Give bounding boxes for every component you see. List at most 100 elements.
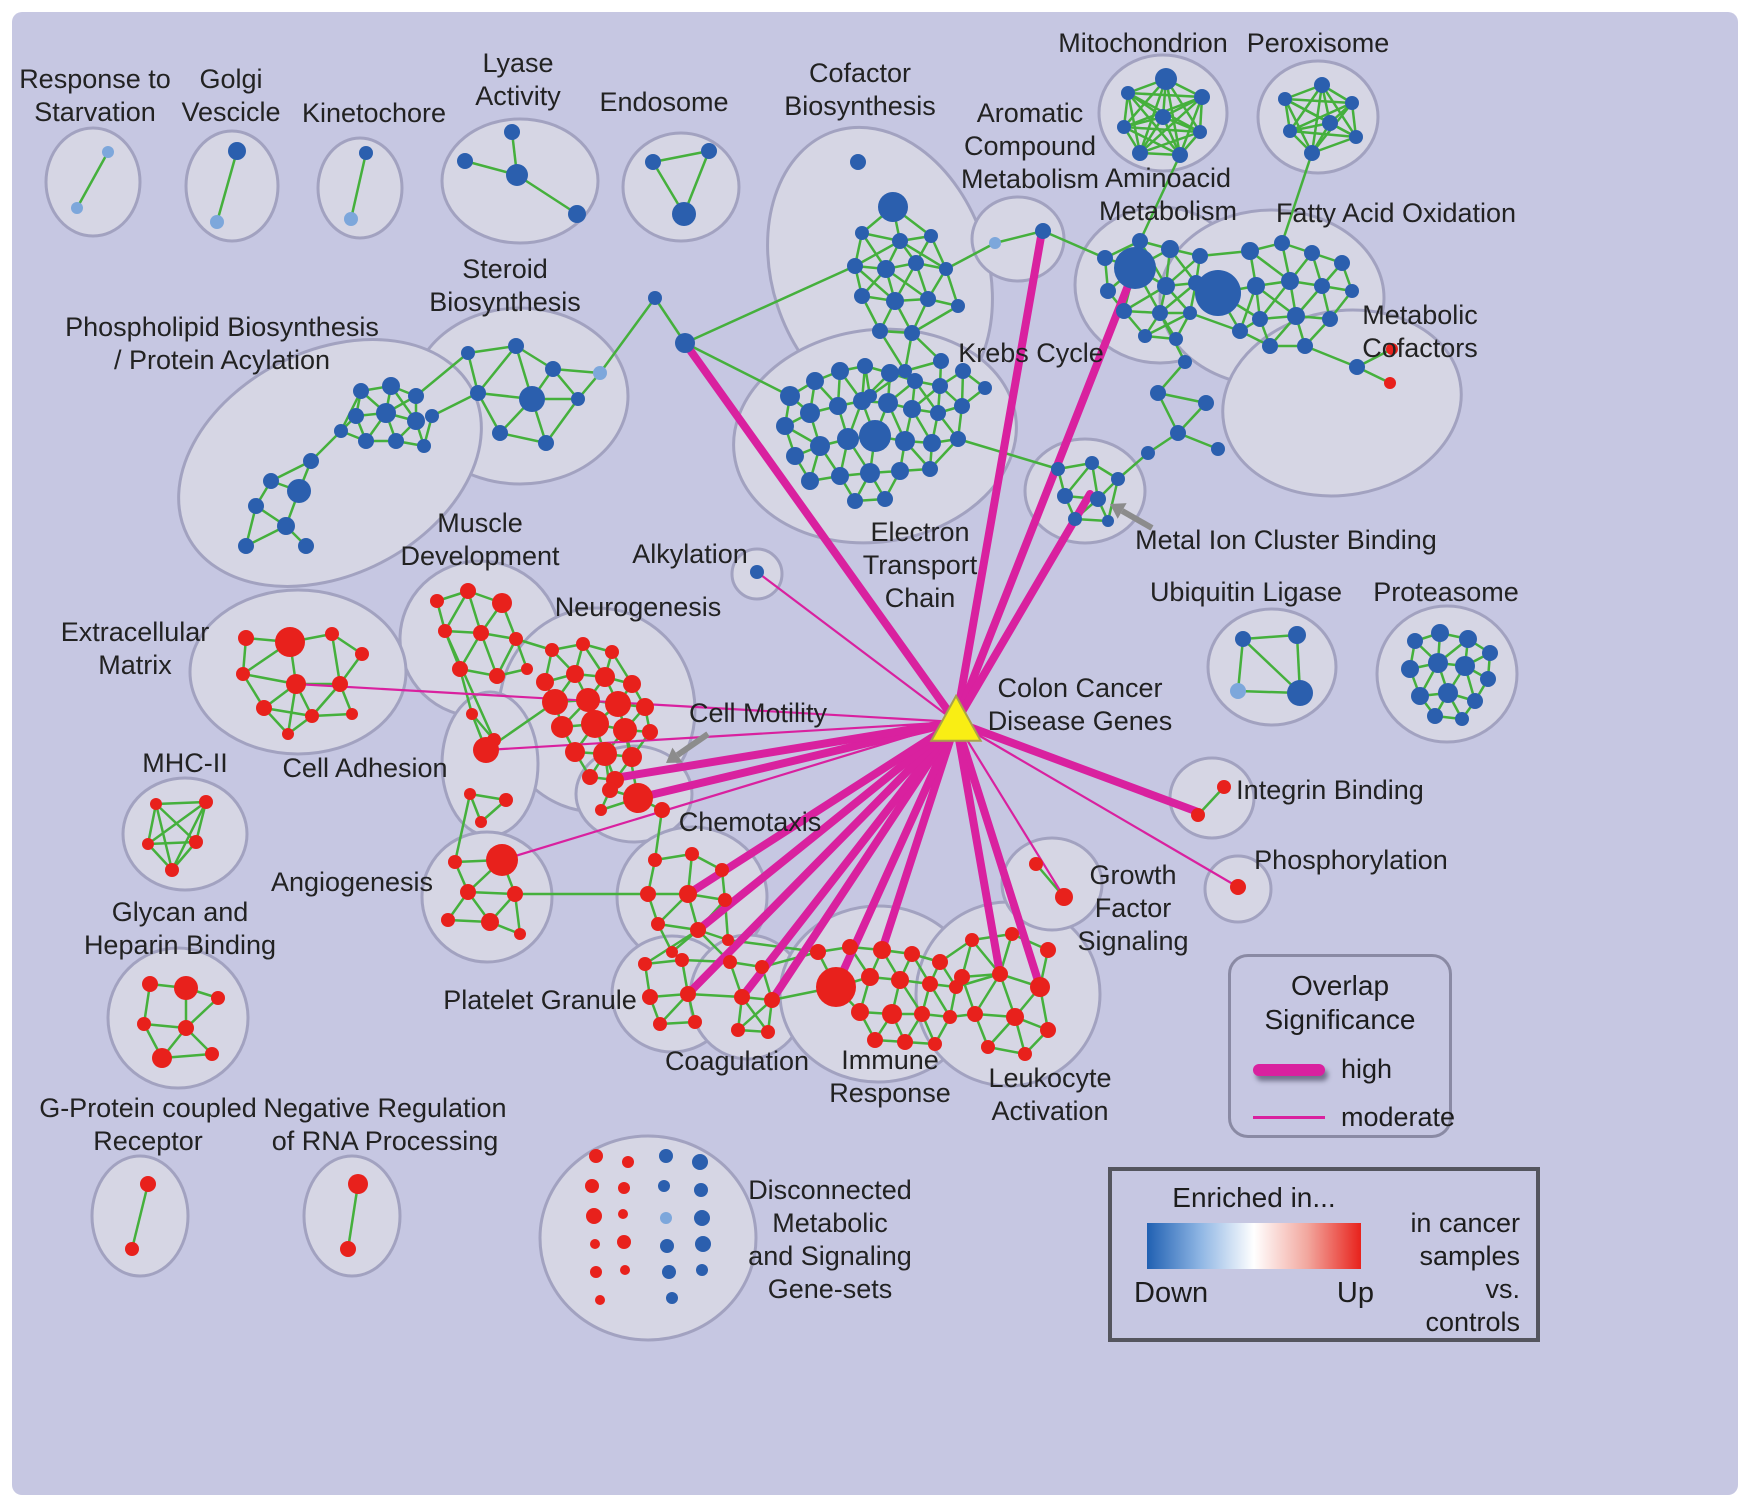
gene-set-node-steroid-biosynthesis bbox=[593, 366, 607, 380]
gene-set-node-muscle-development bbox=[509, 632, 523, 646]
gene-set-node-angiogenesis bbox=[481, 913, 499, 931]
gene-set-node-mitochondrion bbox=[1193, 125, 1207, 139]
gene-set-node-cell-adhesion bbox=[464, 788, 476, 800]
gene-set-node-aminoacid-metabolism bbox=[1138, 329, 1152, 343]
gene-set-edge bbox=[1139, 130, 1201, 155]
enrichment-gradient-bar bbox=[1147, 1223, 1361, 1269]
gene-set-node-metabolic-branch bbox=[1198, 395, 1214, 411]
gene-set-node-chemotaxis bbox=[685, 847, 699, 861]
overlap-edge-high bbox=[952, 490, 1094, 726]
gene-set-node-disconnected-gene-sets bbox=[692, 1154, 708, 1170]
gene-set-node-golgi-vescicle bbox=[210, 215, 224, 229]
gene-set-node-angiogenesis bbox=[448, 855, 462, 869]
gene-set-node-kinetochore bbox=[344, 212, 358, 226]
gene-set-node-cofactor-biosynthesis bbox=[872, 323, 888, 339]
gene-set-node-disconnected-gene-sets bbox=[585, 1179, 599, 1193]
inter-cluster-edge bbox=[684, 264, 856, 345]
gene-set-node-metal-ion-cluster-binding bbox=[1085, 456, 1099, 470]
gene-set-node-disconnected-gene-sets bbox=[622, 1156, 634, 1168]
gene-set-node-electron-transport-chain bbox=[954, 398, 970, 414]
gene-set-node-fatty-acid-oxidation bbox=[1247, 277, 1265, 295]
gene-set-node-cofactor-biosynthesis bbox=[908, 255, 924, 271]
gene-set-node-fatty-acid-oxidation bbox=[1322, 311, 1338, 327]
gene-set-node-cell-adhesion bbox=[466, 708, 478, 720]
gene-set-node-aminoacid-metabolism bbox=[1183, 306, 1197, 320]
gene-set-node-phospholipid-biosynthesis bbox=[417, 439, 431, 453]
gene-set-node-disconnected-gene-sets bbox=[618, 1182, 630, 1194]
cluster-label-ubiquitin-ligase: Ubiquitin Ligase bbox=[1150, 577, 1342, 607]
gene-set-node-phospholipid-biosynthesis bbox=[348, 408, 364, 424]
gene-set-node-angiogenesis bbox=[441, 913, 455, 927]
gene-set-node-phospholipid-biosynthesis bbox=[287, 479, 311, 503]
gene-set-node-platelet-granule bbox=[653, 1017, 667, 1031]
gene-set-node-metabolic-cofactors bbox=[1386, 343, 1398, 355]
cluster-label-alkylation: Alkylation bbox=[632, 539, 748, 569]
gene-set-node-fatty-acid-oxidation bbox=[1334, 255, 1350, 271]
gene-set-node-electron-transport-chain bbox=[923, 434, 941, 452]
legend-enriched-title: Enriched in... bbox=[1172, 1182, 1336, 1213]
gene-set-node-angiogenesis bbox=[486, 844, 518, 876]
gene-set-edge bbox=[1320, 84, 1358, 138]
gene-set-node-extracellular-matrix bbox=[256, 700, 272, 716]
gene-set-node-mitochondrion bbox=[1172, 147, 1188, 163]
gene-set-node-muscle-development bbox=[452, 661, 468, 677]
gene-set-node-endosome bbox=[701, 143, 717, 159]
cluster-label-mhc-ii: MHC-II bbox=[142, 748, 227, 778]
gene-set-node-cofactor-biosynthesis bbox=[855, 226, 869, 240]
overlap-edge-high bbox=[952, 264, 1139, 726]
gene-set-node-glycan-heparin-binding bbox=[174, 976, 198, 1000]
gene-set-node-platelet-granule bbox=[680, 986, 696, 1002]
gene-set-node-cofactor-biosynthesis bbox=[850, 154, 866, 170]
gene-set-node-leukocyte-activation bbox=[967, 1006, 983, 1022]
gene-set-node-steroid-biosynthesis bbox=[508, 338, 524, 354]
gene-set-edge bbox=[1127, 92, 1181, 156]
gene-set-node-proteasome bbox=[1455, 656, 1475, 676]
cluster-ellipse-glycan-heparin-binding bbox=[106, 946, 250, 1090]
gene-set-node-fatty-acid-oxidation bbox=[1304, 245, 1320, 261]
layer-nodes bbox=[71, 68, 1498, 1305]
gene-set-node-fatty-acid-oxidation bbox=[1345, 284, 1359, 298]
gene-set-node-cofactor-junction bbox=[675, 333, 695, 353]
gene-set-node-aromatic-compound-metabolism bbox=[1035, 223, 1051, 239]
gene-set-node-peroxisome bbox=[1278, 92, 1292, 106]
gene-set-node-disconnected-gene-sets bbox=[696, 1264, 708, 1276]
gene-set-node-electron-transport-chain bbox=[903, 400, 921, 418]
gene-set-node-cell-adhesion bbox=[473, 737, 499, 763]
gene-set-node-electron-transport-chain bbox=[955, 363, 971, 379]
gene-set-node-cell-adhesion bbox=[499, 793, 513, 807]
cluster-label-angiogenesis: Angiogenesis bbox=[271, 867, 433, 897]
gene-set-node-mitochondrion bbox=[1132, 145, 1148, 161]
gene-set-node-neurogenesis bbox=[623, 675, 641, 693]
gene-set-node-lyase-activity bbox=[506, 164, 528, 186]
inter-cluster-edge bbox=[1189, 311, 1241, 333]
overlap-edge-high bbox=[694, 718, 960, 934]
gene-set-node-aminoacid-metabolism bbox=[1097, 250, 1113, 266]
inter-cluster-edge bbox=[684, 341, 791, 398]
gene-set-node-electron-transport-chain bbox=[786, 447, 804, 465]
gene-set-node-immune-response bbox=[904, 946, 920, 962]
gene-set-node-metabolic-branch bbox=[1141, 446, 1155, 460]
gene-set-node-disconnected-gene-sets bbox=[662, 1265, 676, 1279]
gene-set-node-neurogenesis bbox=[605, 645, 619, 659]
gene-set-node-neurogenesis bbox=[536, 673, 554, 691]
gene-set-node-aminoacid-metabolism bbox=[1116, 303, 1132, 319]
gene-set-node-proteasome bbox=[1427, 708, 1443, 724]
gene-set-node-immune-response bbox=[897, 1034, 913, 1050]
gene-set-node-cofactor-junction bbox=[648, 291, 662, 305]
gene-set-node-disconnected-gene-sets bbox=[660, 1239, 674, 1253]
gradient-up-label: Up bbox=[1336, 1277, 1374, 1309]
gene-set-node-mhc-ii bbox=[150, 798, 162, 810]
gene-set-node-electron-transport-chain bbox=[907, 373, 923, 389]
gene-set-node-chemotaxis bbox=[718, 893, 732, 907]
gene-set-node-metabolic-branch bbox=[1178, 355, 1192, 369]
gene-set-node-cofactor-biosynthesis bbox=[886, 292, 904, 310]
gene-set-edge bbox=[1144, 311, 1191, 338]
gene-set-node-cofactor-biosynthesis bbox=[920, 291, 936, 307]
gene-set-node-peroxisome bbox=[1304, 145, 1320, 161]
gene-set-node-phospholipid-biosynthesis bbox=[376, 403, 396, 423]
gene-set-node-leukocyte-activation bbox=[992, 966, 1008, 982]
gene-set-node-mhc-ii bbox=[199, 795, 213, 809]
gene-set-edge bbox=[854, 239, 901, 268]
